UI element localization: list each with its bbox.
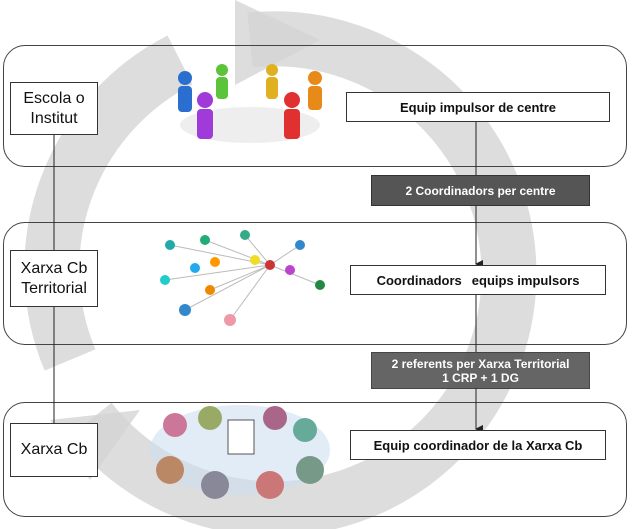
level-label-text: Escola o Institut <box>23 89 85 127</box>
level-label-network: Xarxa Cb <box>10 423 98 477</box>
team-text: Equip impulsor de centre <box>399 99 557 115</box>
level-label-school: Escola o Institut <box>10 82 98 135</box>
team-text-part2: equips impulsors <box>471 272 580 288</box>
connector-text-line1: 2 referents per Xarxa Territorial <box>391 356 570 371</box>
team-box-network: Equip coordinador de la Xarxa Cb <box>350 430 606 460</box>
network-crowd-icon <box>150 405 330 499</box>
level-label-text: Xarxa Cb Territorial <box>20 259 88 297</box>
level-label-text: Xarxa Cb <box>20 441 88 458</box>
people-group-icon <box>178 64 322 143</box>
team-box-school: Equip impulsor de centre <box>346 92 610 122</box>
level-band-territorial <box>3 222 627 345</box>
connector-text: 2 Coordinadors per centre <box>405 183 556 198</box>
social-network-icon <box>160 230 325 326</box>
team-box-territorial: Coordinadors equips impulsors <box>350 265 606 295</box>
level-band-school <box>3 45 627 167</box>
team-text-part1: Coordinadors <box>376 272 462 288</box>
level-band-network <box>3 402 627 517</box>
connector-box-coordinators: 2 Coordinadors per centre <box>371 175 590 206</box>
level-label-territorial: Xarxa Cb Territorial <box>10 250 98 307</box>
connector-text-line2: 1 CRP + 1 DG <box>442 370 519 385</box>
team-text: Equip coordinador de la Xarxa Cb <box>373 437 583 453</box>
